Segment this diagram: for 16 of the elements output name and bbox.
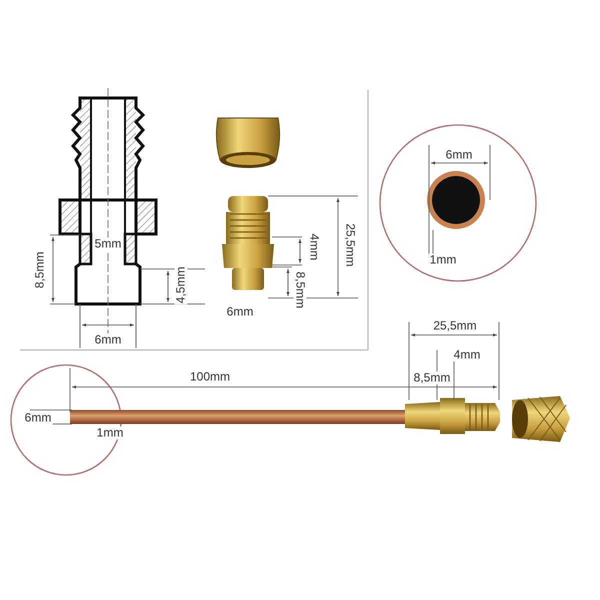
dimension-label: 1mm [428,254,458,266]
dimension-label: 4,5mm [174,266,188,304]
dimension-label: 1mm [96,426,124,440]
dimension-label: 6mm [226,306,254,318]
dimension-label: 8,5mm [412,372,452,384]
dimension-label: 25,5mm [344,222,356,268]
dimension-label: 8,5mm [294,270,306,310]
dimension-label: 6mm [94,334,122,346]
dimension-label: 4mm [452,348,482,362]
dimension-label: 4mm [308,232,320,262]
dimension-label: 6mm [24,412,52,424]
dimension-label: 6mm [444,148,474,162]
dimension-label: 8,5mm [34,250,46,290]
dimension-label: 100mm [189,370,231,384]
dimension-label: 5mm [94,238,122,250]
dimension-label: 25,5mm [432,320,478,332]
